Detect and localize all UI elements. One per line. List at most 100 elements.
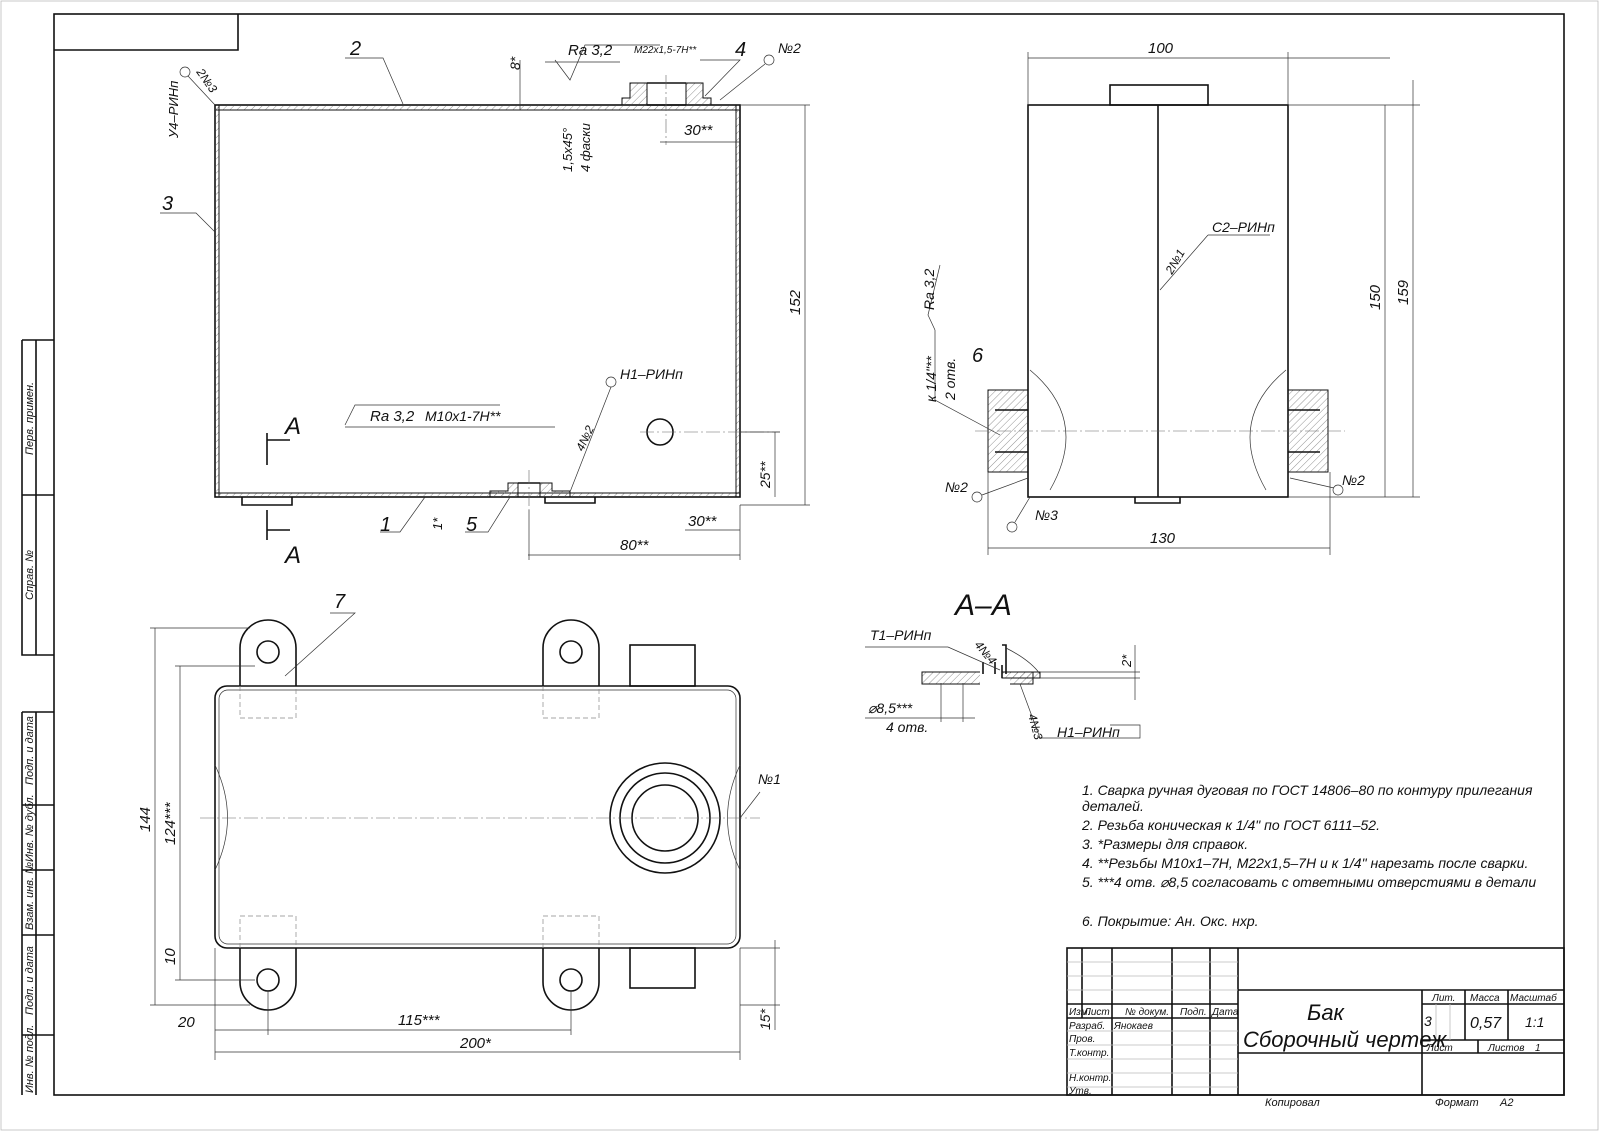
dim-100: 100 [1148,40,1174,57]
roughness-bottom: Ra 3,2 [370,408,415,425]
dim-130: 130 [1150,530,1176,547]
dim-20: 20 [177,1014,195,1031]
note-1-cont: деталей. [1082,798,1144,814]
dim-144: 144 [137,807,154,832]
mounting-lugs [239,619,600,1011]
drawing-type: Сборочный чертеж [1243,1027,1447,1052]
role-checked: Пров. [1069,1034,1095,1045]
dim-8: 8* [507,56,523,70]
dim-1: 1* [430,517,445,530]
drawing-name: Бак [1307,1000,1346,1025]
side-holes: 2 отв. [942,358,958,401]
note-6: 6. Покрытие: Ан. Окс. нхр. [1082,913,1259,929]
dim-152: 152 [787,289,804,315]
note-3: 3. *Размеры для справок. [1082,836,1248,852]
section-mark-top: А [283,413,301,440]
weld-u4-label: У4–РИНп [166,81,181,139]
lit-value: 3 [1424,1013,1432,1029]
side-thread: к 1/4"** [923,356,939,402]
dim-25: 25** [757,461,773,489]
thread-top: M22x1,5-7H** [634,45,697,56]
weld-n2-left: №2 [945,479,968,495]
note-2: 2. Резьба коническая к 1/4" по ГОСТ 6111… [1081,817,1380,833]
section-weld-t1: Т1–РИНп [870,627,932,643]
side-roughness: Ra 3,2 [921,269,937,310]
scale-label: Масштаб [1510,992,1557,1004]
header-signature: Подп. [1180,1007,1207,1018]
format-label: Формат [1435,1097,1479,1109]
dim-30-bottom: 30** [688,513,718,530]
strip-label-dup-inv: Инв. № дубл. [24,794,36,862]
dim-200: 200* [459,1035,492,1052]
header-date: Дата [1211,1007,1239,1018]
role-tech-control: Т.контр. [1069,1048,1109,1059]
section-dim-2: 2* [1119,654,1134,668]
dim-30-top: 30** [684,122,714,139]
mass-value: 0,57 [1470,1015,1502,1032]
position-2: 2 [349,38,361,60]
thread-bottom: M10x1-7H** [425,408,501,424]
side-view: 100 С2–РИНп 2№1 Ra 3,2 к 1/4"** 2 отв. 6… [921,40,1420,555]
strip-label-replace-inv: Взам. инв. № [24,862,36,930]
copied-label: Копировал [1265,1097,1320,1109]
dim-10: 10 [162,948,179,965]
position-5: 5 [466,514,478,536]
role-approved: Утв. [1068,1086,1092,1097]
note-1: 1. Сварка ручная дуговая по ГОСТ 14806–8… [1082,782,1533,798]
weld-n3: №3 [1035,507,1058,523]
developer-name: Янокаев [1113,1021,1153,1032]
note-5: 5. ***4 отв. ⌀8,5 согласовать с ответным… [1082,874,1536,890]
weld-c2-label: С2–РИНп [1212,219,1275,235]
role-norm-control: Н.контр. [1069,1073,1111,1084]
sheet-label: Лист [1426,1043,1453,1054]
mass-label: Масса [1470,993,1500,1004]
strip-label-sign-date-1: Подп. и дата [24,716,36,785]
header-change: Изм. [1069,1007,1090,1018]
strip-label-first-use: Перв. примен. [24,382,36,455]
weld-2n1-label: 2№1 [1162,247,1188,278]
chamfer-note: 4 фаски [578,123,593,172]
strip-label-reference: Справ. № [24,550,36,600]
position-6: 6 [972,345,984,367]
title-block: Изм. Лист № докум. Подп. Дата Разраб. Пр… [1066,947,1565,1109]
dim-80: 80** [620,537,650,554]
top-view: 7 144 124*** 10 №1 20 115*** 200* 15* [137,591,781,1060]
dim-159: 159 [1395,279,1412,305]
dim-115: 115*** [398,1012,441,1029]
dim-15: 15* [757,1008,773,1030]
front-view: А А 2 3 1 5 4 №2 У4–РИНп 2№3 Ra 3,2 M22x… [160,38,810,569]
roughness-top: Ra 3,2 [568,42,613,59]
weld-n1: №1 [758,771,781,787]
section-holes: 4 отв. [886,719,928,735]
strip-label-orig-inv: Инв. № подл. [24,1025,36,1093]
weld-n2-right: №2 [1342,472,1365,488]
technical-notes: 1. Сварка ручная дуговая по ГОСТ 14806–8… [1081,782,1536,929]
note-4: 4. **Резьбы M10x1–7H, M22x1,5–7H и к 1/4… [1082,855,1528,871]
weld-n2-label: №2 [778,40,801,56]
position-1: 1 [380,514,391,536]
section-weld-h1: Н1–РИНп [1057,724,1120,740]
position-3: 3 [162,193,173,215]
section-title: А–А [953,589,1012,622]
section-a-a: А–А Т1–РИНп 4№4 2* ⌀8,5*** 4 отв. 4№3 Н1… [865,589,1141,742]
header-sheet: Лист [1083,1007,1110,1018]
section-mark-bottom: А [283,542,301,569]
role-developer: Разраб. [1069,1020,1105,1032]
lit-label: Лит. [1431,993,1455,1004]
sheets-label: Листов [1487,1043,1524,1054]
header-doc-number: № докум. [1125,1007,1169,1018]
position-4: 4 [735,39,746,61]
position-7: 7 [334,591,346,613]
dim-150: 150 [1367,284,1384,310]
side-strip: Перв. примен. Справ. № Подп. и дата Инв.… [21,339,54,1095]
strip-label-sign-date-2: Подп. и дата [24,946,36,1015]
scale-value: 1:1 [1525,1014,1544,1030]
weld-2n3-label: 2№3 [193,65,220,96]
weld-h1-label: Н1–РИНп [620,366,683,382]
section-weld-4n3: 4№3 [1025,712,1045,741]
weld-4n2-label: 4№2 [573,423,597,453]
chamfer-dim: 1,5x45° [560,128,575,172]
dim-124: 124*** [162,801,179,845]
